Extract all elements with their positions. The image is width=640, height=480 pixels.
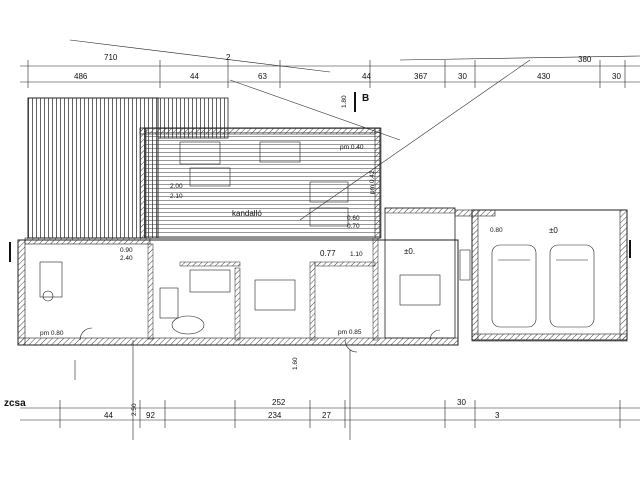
label-val-200: 2.00 [170,183,183,190]
label-pm-080: pm 0.80 [40,330,64,337]
label-val-160: 1.60 [292,357,299,370]
bottom-dim-234: 234 [268,411,282,420]
label-val-060: 0.60 [347,215,360,222]
bottom-dim-30: 30 [457,398,466,407]
label-pm-042: pm 0.42 [369,170,376,194]
top-dimension-lines [20,39,640,88]
label-val-210: 2.10 [170,193,183,200]
label-val-240: 2.40 [120,255,133,262]
label-pm-085: pm 0.85 [338,329,362,336]
top-dim-30a: 30 [458,72,467,81]
bottom-dim-44: 44 [104,411,113,420]
bottom-dim-3: 3 [495,411,500,420]
top-dim-30b: 30 [612,72,621,81]
bottom-dimension-lines [20,340,640,440]
label-pm-040: pm 0.40 [340,144,364,151]
top-dim-63: 63 [258,72,267,81]
top-dim-430: 430 [537,72,551,81]
label-level-080: 0.80 [490,227,503,234]
bottom-dim-250: 2.50 [131,403,138,416]
top-dim-380: 380 [578,55,592,64]
label-val-090: 0.90 [120,247,133,254]
top-dim-486: 486 [74,72,88,81]
top-dim-2: 2 [226,53,231,62]
label-level-000-a: ±0. [404,247,415,256]
house-walls [17,97,628,346]
bottom-dim-252: 252 [272,398,286,407]
bottom-dim-92: 92 [146,411,155,420]
label-level-000-b: ±0 [549,226,558,235]
top-dim-44b: 44 [362,72,371,81]
interior-fixtures [39,141,595,353]
top-dim-367: 367 [414,72,428,81]
label-val-180: 1.80 [341,95,348,108]
label-kandallo: kandalló [232,209,262,218]
label-val-070: 0.70 [347,223,360,230]
label-val-110: 1.10 [350,251,363,258]
top-dim-44a: 44 [190,72,199,81]
section-mark-b: B [362,93,369,104]
corner-label: zcsa [4,398,26,409]
drawing-labels: zcsa B 710 2 380 486 44 63 44 367 30 430… [4,53,621,420]
top-dim-710: 710 [104,53,118,62]
section-marks [9,92,631,262]
label-level-077: 0.77 [320,249,336,258]
bottom-dim-27: 27 [322,411,331,420]
